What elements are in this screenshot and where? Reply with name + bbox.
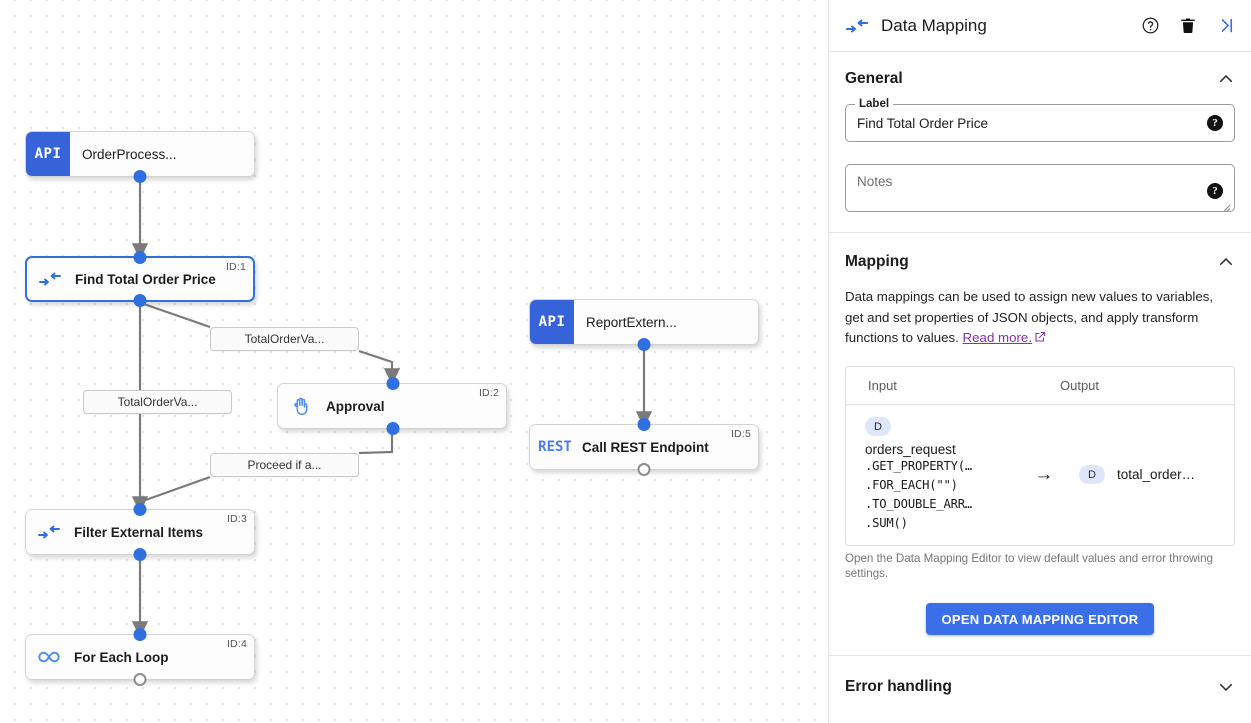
- data-mapping-icon: [845, 18, 875, 34]
- section-title: General: [845, 70, 903, 87]
- properties-panel: Data Mapping: [828, 0, 1251, 723]
- page-title: Data Mapping: [881, 15, 987, 35]
- chevron-up-icon[interactable]: [1217, 70, 1235, 88]
- external-link-icon[interactable]: [1034, 329, 1046, 350]
- edge-label[interactable]: TotalOrderVa...: [83, 390, 232, 414]
- node-call-rest-endpoint[interactable]: REST Call REST Endpoint ID:5: [529, 418, 759, 476]
- workflow-edges: [131, 177, 653, 638]
- mapping-description: Data mappings can be used to assign new …: [845, 287, 1235, 350]
- node-id: ID:2: [478, 387, 499, 399]
- node-title: Approval: [326, 398, 385, 414]
- chevron-down-icon[interactable]: [1217, 678, 1235, 696]
- input-transform-line: .TO_DOUBLE_ARR…: [865, 497, 973, 512]
- label-field-legend: Label: [855, 98, 894, 110]
- section-general: General Label Find Total Order Price ? N…: [829, 52, 1251, 232]
- help-circle-icon[interactable]: [1139, 15, 1161, 37]
- mapping-arrow-icon: →: [1034, 463, 1054, 485]
- read-more-link[interactable]: Read more.: [962, 330, 1033, 346]
- data-mapping-icon: [26, 524, 72, 540]
- node-id: ID:4: [226, 638, 247, 650]
- mapping-hint: Open the Data Mapping Editor to view def…: [845, 551, 1213, 581]
- edge-label[interactable]: TotalOrderVa...: [210, 327, 359, 351]
- hand-icon: [278, 395, 324, 417]
- node-id: ID:3: [226, 513, 247, 525]
- node-for-each-loop[interactable]: For Each Loop ID:4: [25, 628, 255, 686]
- output-variable-name: total_order…: [1117, 467, 1196, 483]
- mapping-output-cell: D total_order…: [1071, 465, 1234, 485]
- mapping-description-text: Data mappings can be used to assign new …: [845, 289, 1214, 346]
- output-type-chip: D: [1079, 465, 1106, 485]
- node-id: ID:5: [730, 428, 751, 440]
- node-output-port[interactable]: [386, 422, 400, 435]
- node-title: Find Total Order Price: [75, 271, 216, 287]
- table-row[interactable]: D orders_request .GET_PROPERTY(… .FOR_EA…: [846, 405, 1234, 545]
- data-mapping-icon: [27, 271, 73, 287]
- chevron-up-icon[interactable]: [1217, 253, 1235, 271]
- api-badge: API: [26, 132, 70, 176]
- node-title: OrderProcess...: [82, 146, 177, 162]
- mapping-table-header: Input Output: [846, 367, 1234, 405]
- section-error-handling-header[interactable]: Error handling: [829, 656, 1251, 718]
- node-output-port[interactable]: [133, 294, 147, 307]
- mapping-input-cell: D orders_request .GET_PROPERTY(… .FOR_EA…: [846, 417, 1017, 533]
- node-output-port[interactable]: [133, 673, 147, 686]
- input-variable-name: orders_request: [865, 442, 956, 458]
- section-general-header[interactable]: General: [845, 70, 1235, 88]
- node-title: Call REST Endpoint: [582, 439, 709, 455]
- section-error-handling: Error handling: [829, 655, 1251, 718]
- node-output-port[interactable]: [133, 548, 147, 561]
- api-badge: API: [530, 300, 574, 344]
- node-output-port[interactable]: [637, 338, 651, 351]
- workflow-canvas[interactable]: API OrderProcess... Find Total Order Pri…: [0, 0, 828, 723]
- section-title: Error handling: [845, 678, 952, 696]
- node-title: ReportExtern...: [586, 314, 677, 330]
- open-data-mapping-editor-button[interactable]: OPEN DATA MAPPING EDITOR: [925, 603, 1155, 636]
- help-icon[interactable]: ?: [1207, 183, 1223, 199]
- resize-handle[interactable]: [1221, 199, 1231, 212]
- node-report-external[interactable]: API ReportExtern...: [529, 299, 759, 351]
- node-input-port[interactable]: [386, 377, 400, 390]
- node-filter-external-items[interactable]: Filter External Items ID:3: [25, 503, 255, 561]
- node-title: Filter External Items: [74, 524, 204, 540]
- column-header-input: Input: [868, 377, 897, 393]
- node-input-port[interactable]: [133, 503, 147, 516]
- notes-field[interactable]: Notes ?: [845, 164, 1235, 212]
- label-field-value: Find Total Order Price: [857, 115, 989, 131]
- collapse-panel-icon[interactable]: [1215, 15, 1237, 37]
- section-mapping: Mapping Data mappings can be used to ass…: [829, 232, 1251, 655]
- node-output-port[interactable]: [637, 463, 651, 476]
- notes-placeholder: Notes: [857, 174, 893, 189]
- label-field[interactable]: Label Find Total Order Price ?: [845, 98, 1235, 142]
- help-icon[interactable]: ?: [1207, 115, 1223, 131]
- input-transform-line: .FOR_EACH(""): [865, 478, 958, 493]
- trash-icon[interactable]: [1177, 15, 1199, 37]
- node-order-process[interactable]: API OrderProcess...: [25, 131, 255, 183]
- node-input-port[interactable]: [637, 418, 651, 431]
- node-approval[interactable]: Approval ID:2: [277, 377, 507, 435]
- column-header-output: Output: [1060, 377, 1100, 393]
- node-output-port[interactable]: [133, 170, 147, 183]
- panel-header: Data Mapping: [829, 0, 1251, 52]
- node-id: ID:1: [225, 261, 246, 273]
- section-title: Mapping: [845, 253, 909, 270]
- input-transform-line: .SUM(): [865, 516, 908, 531]
- node-input-port[interactable]: [133, 251, 147, 264]
- mapping-button-row: OPEN DATA MAPPING EDITOR: [845, 603, 1235, 636]
- infinity-loop-icon: [26, 649, 72, 665]
- section-mapping-header[interactable]: Mapping: [845, 253, 1235, 271]
- node-find-total-order-price[interactable]: Find Total Order Price ID:1: [25, 251, 255, 307]
- mapping-table: Input Output D orders_request .GET_PROPE…: [845, 365, 1235, 546]
- node-title: For Each Loop: [74, 649, 169, 665]
- input-type-chip: D: [865, 417, 891, 437]
- input-transform-line: .GET_PROPERTY(…: [865, 459, 973, 474]
- rest-badge: REST: [538, 439, 572, 455]
- node-input-port[interactable]: [133, 628, 147, 641]
- header-actions: [1139, 15, 1237, 37]
- edge-label[interactable]: Proceed if a...: [210, 453, 359, 477]
